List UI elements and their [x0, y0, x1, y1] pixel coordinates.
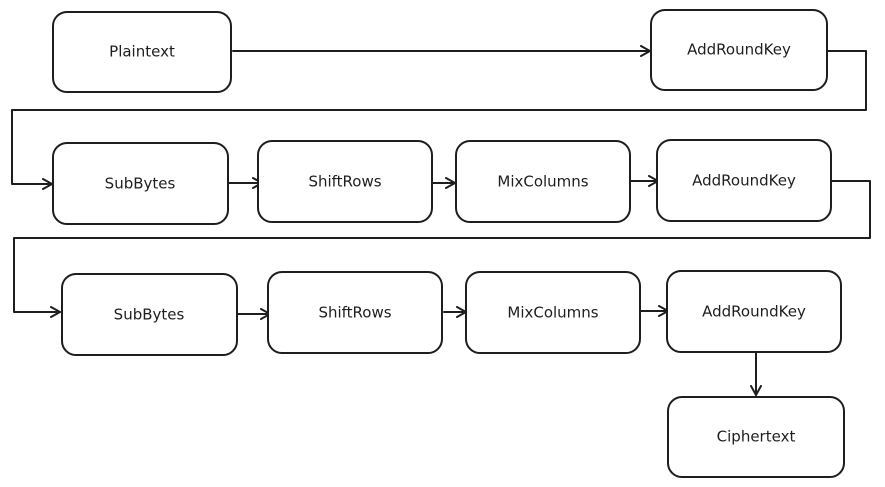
edges	[11, 45, 871, 396]
node-label: AddRoundKey	[687, 41, 791, 59]
node-plaintext: Plaintext	[52, 11, 232, 93]
node-addroundkey-round2: AddRoundKey	[666, 270, 842, 353]
node-label: SubBytes	[105, 175, 176, 193]
node-shiftrows-round1: ShiftRows	[257, 140, 433, 223]
node-label: Ciphertext	[717, 428, 796, 446]
node-mixcolumns-round1: MixColumns	[455, 140, 631, 223]
node-label: ShiftRows	[318, 304, 391, 322]
node-label: MixColumns	[497, 173, 588, 191]
edge-addroundkey-to-subbytes-row1	[11, 50, 867, 190]
node-label: Plaintext	[109, 43, 175, 61]
node-label: MixColumns	[507, 304, 598, 322]
node-ciphertext: Ciphertext	[667, 396, 845, 478]
node-label: AddRoundKey	[692, 172, 796, 190]
node-mixcolumns-round2: MixColumns	[465, 271, 641, 354]
node-label: ShiftRows	[308, 173, 381, 191]
edge-addroundkey-to-subbytes-row2	[13, 180, 871, 318]
node-label: AddRoundKey	[702, 303, 806, 321]
node-addroundkey-initial: AddRoundKey	[650, 9, 828, 91]
node-addroundkey-round1: AddRoundKey	[656, 139, 832, 222]
node-shiftrows-round2: ShiftRows	[267, 271, 443, 354]
node-label: SubBytes	[114, 306, 185, 324]
node-subbytes-round2: SubBytes	[61, 273, 238, 356]
node-subbytes-round1: SubBytes	[52, 142, 229, 225]
